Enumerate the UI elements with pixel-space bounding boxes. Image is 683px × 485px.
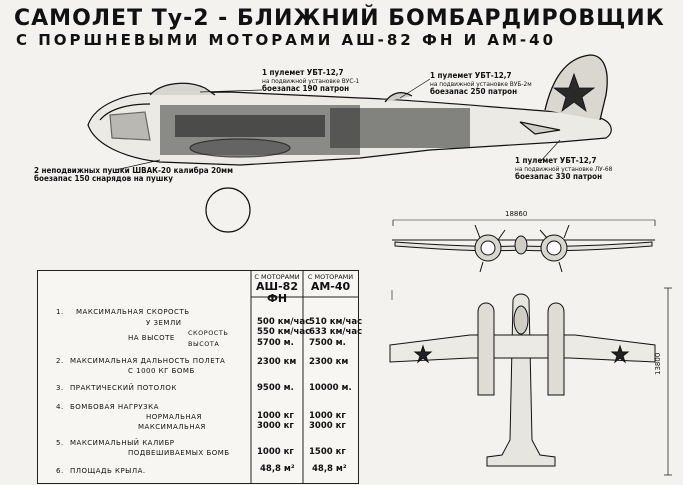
row-num: 4.	[56, 403, 64, 411]
annotation-cannons: 2 неподвижных пушки ШВАК-20 калибра 20мм…	[34, 166, 233, 183]
cell-value: 9500 м.	[257, 383, 294, 393]
cell-value: 48,8 м²	[260, 464, 295, 474]
row-label: НА ВЫСОТЕ	[128, 334, 175, 342]
page-subtitle: С ПОРШНЕВЫМИ МОТОРАМИ АШ-82 ФН И АМ-40	[16, 31, 557, 49]
specs-table: С МОТОРАМИ АШ-82 ФН С МОТОРАМИ АМ-40 1. …	[37, 270, 363, 484]
row-label: ПРАКТИЧЕСКИЙ ПОТОЛОК	[70, 384, 177, 392]
row-sublabel: ВЫСОТА	[188, 340, 220, 348]
cell-value: 1000 кг	[257, 447, 294, 457]
front-view	[392, 219, 655, 273]
plan-view	[389, 290, 656, 467]
row-label: МАКСИМАЛЬНАЯ СКОРОСТЬ	[76, 308, 190, 316]
row-sublabel: СКОРОСТЬ	[188, 329, 229, 337]
annotation-gun-lu: 1 пулемет УБТ-12,7 на подвижной установк…	[515, 156, 613, 181]
cell-value: 500 км/час	[257, 317, 311, 327]
leader-lines	[114, 78, 561, 171]
propeller-disk	[205, 187, 251, 233]
page-title: САМОЛЕТ Ту-2 - БЛИЖНИЙ БОМБАРДИРОВЩИК	[14, 6, 665, 31]
cell-value: 3000 кг	[309, 421, 346, 431]
cell-value: 7500 м.	[309, 338, 346, 348]
col-header-ash82: С МОТОРАМИ АШ-82 ФН	[254, 273, 300, 305]
col-header-am40: С МОТОРАМИ АМ-40	[307, 273, 354, 293]
row-label: ПЛОЩАДЬ КРЫЛА.	[70, 467, 146, 475]
row-label: БОМБОВАЯ НАГРУЗКА	[70, 403, 159, 411]
cutaway-side-view	[87, 54, 612, 166]
row-label: С 1000 КГ БОМБ	[128, 367, 195, 375]
cell-value: 5700 м.	[257, 338, 294, 348]
row-num: 3.	[56, 384, 64, 392]
cell-value: 1000 кг	[257, 411, 294, 421]
row-num: 5.	[56, 439, 64, 447]
cell-value: 1500 кг	[309, 447, 346, 457]
cell-value: 510 км/час	[309, 317, 363, 327]
span-dimension: 18860	[505, 210, 528, 218]
cell-value: 550 км/час	[257, 327, 311, 337]
annotation-gun-vub: 1 пулемет УБТ-12,7 на подвижной установк…	[430, 71, 532, 96]
cell-value: 633 км/час	[309, 327, 363, 337]
dimension-lines	[392, 220, 672, 476]
row-num: 2.	[56, 357, 64, 365]
row-label: У ЗЕМЛИ	[146, 319, 182, 327]
length-dimension: 13800	[654, 352, 662, 375]
row-label: МАКСИМАЛЬНАЯ ДАЛЬНОСТЬ ПОЛЕТА	[70, 357, 226, 365]
row-num: 6.	[56, 467, 64, 475]
cell-value: 1000 кг	[309, 411, 346, 421]
row-label: ПОДВЕШИВАЕМЫХ БОМБ	[128, 449, 230, 457]
row-label: МАКСИМАЛЬНЫЙ КАЛИБР	[70, 439, 175, 447]
cell-value: 48,8 м²	[312, 464, 347, 474]
cell-value: 2300 км	[257, 357, 297, 367]
cell-value: 3000 кг	[257, 421, 294, 431]
row-label: МАКСИМАЛЬНАЯ	[138, 423, 206, 431]
table-grid	[250, 271, 358, 483]
annotation-gun-vus: 1 пулемет УБТ-12,7 на подвижной установк…	[262, 68, 360, 93]
cell-value: 2300 км	[309, 357, 349, 367]
row-label: НОРМАЛЬНАЯ	[146, 413, 202, 421]
row-num: 1.	[56, 308, 64, 316]
cell-value: 10000 м.	[309, 383, 352, 393]
